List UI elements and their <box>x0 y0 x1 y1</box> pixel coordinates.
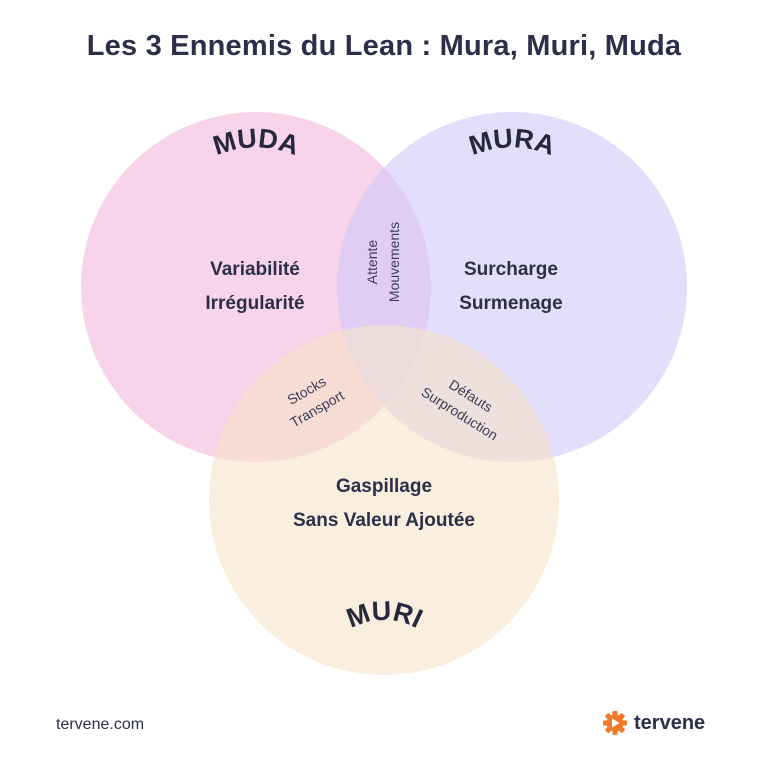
gear-logo-icon <box>603 711 627 735</box>
muda-line-2: Irrégularité <box>205 293 304 314</box>
muda-line-1: Variabilité <box>210 259 300 280</box>
muri-line-2: Sans Valeur Ajoutée <box>293 510 475 531</box>
overlap-muda-mura-line-1: Attente <box>364 240 380 285</box>
brand-name: tervene <box>634 711 706 734</box>
circle-muri <box>209 325 559 675</box>
mura-line-2: Surmenage <box>459 293 562 314</box>
muri-line-1: Gaspillage <box>336 476 432 497</box>
page-title: Les 3 Ennemis du Lean : Mura, Muri, Muda <box>86 30 682 62</box>
mura-line-1: Surcharge <box>464 259 558 280</box>
brand-logo: tervene <box>602 710 705 736</box>
overlap-muda-mura-line-2: Mouvements <box>386 222 402 302</box>
website-link[interactable]: tervene.com <box>56 716 145 733</box>
